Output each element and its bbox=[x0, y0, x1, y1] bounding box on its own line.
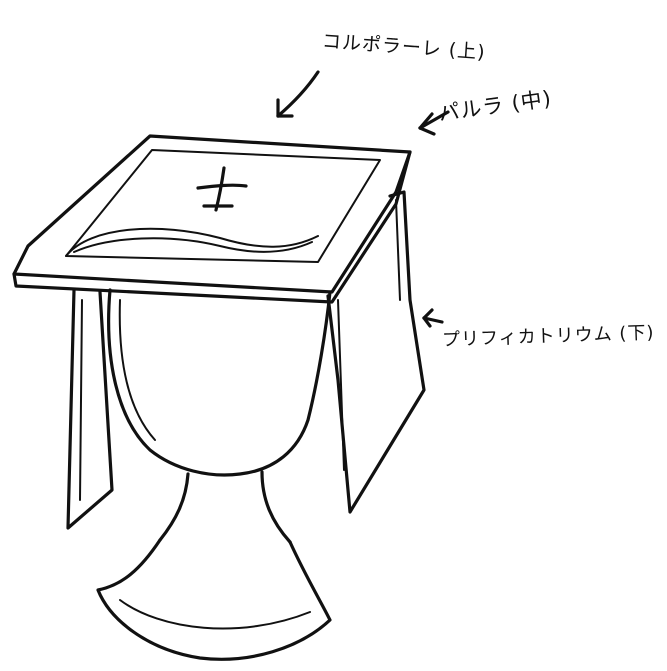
chalice-foot bbox=[98, 540, 330, 659]
arrow-corporal-icon bbox=[278, 72, 318, 116]
chalice-cup bbox=[109, 290, 330, 475]
pall-card bbox=[14, 136, 410, 302]
purificator-right-flap bbox=[328, 192, 424, 512]
arrow-purificator-icon bbox=[424, 310, 442, 326]
cross-symbol-icon bbox=[198, 168, 246, 210]
chalice-stem bbox=[160, 472, 290, 542]
purificator-left-flap bbox=[68, 290, 112, 528]
